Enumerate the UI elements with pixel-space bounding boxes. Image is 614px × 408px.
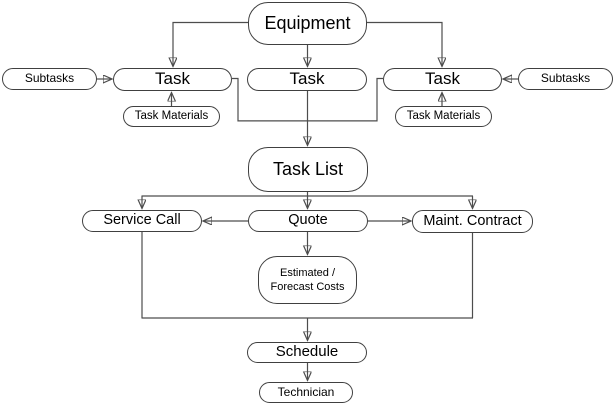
node-task-left-label: Task bbox=[155, 69, 190, 89]
node-schedule-label: Schedule bbox=[275, 343, 339, 361]
edge-equipment-task-left bbox=[173, 21, 248, 67]
node-task-materials-right: Task Materials bbox=[395, 106, 492, 127]
node-task-materials-left-label: Task Materials bbox=[134, 110, 209, 123]
node-estimated-costs-line2: Forecast Costs bbox=[270, 281, 345, 293]
node-service-call-label: Service Call bbox=[103, 212, 181, 229]
node-service-call: Service Call bbox=[82, 210, 202, 232]
node-task-right-label: Task bbox=[425, 69, 460, 89]
node-maint-contract-label: Maint. Contract bbox=[423, 212, 522, 229]
node-technician-label: Technician bbox=[277, 384, 335, 399]
node-subtasks-left-label: Subtasks bbox=[24, 71, 75, 86]
node-task-list-label: Task List bbox=[272, 158, 344, 179]
node-subtasks-right: Subtasks bbox=[518, 68, 613, 90]
edge-task-left-task-list bbox=[232, 77, 308, 122]
node-task-left: Task bbox=[113, 68, 232, 91]
node-subtasks-left: Subtasks bbox=[2, 68, 97, 90]
node-task-materials-left: Task Materials bbox=[123, 106, 220, 127]
node-quote-label: Quote bbox=[288, 212, 328, 229]
edge-task-right-task-list bbox=[307, 77, 383, 122]
node-task-center-label: Task bbox=[289, 69, 325, 89]
node-equipment: Equipment bbox=[248, 2, 367, 45]
node-task-materials-right-label: Task Materials bbox=[406, 110, 481, 123]
node-technician: Technician bbox=[259, 382, 353, 403]
node-equipment-label: Equipment bbox=[264, 12, 351, 33]
node-task-list: Task List bbox=[248, 147, 368, 192]
node-task-center: Task bbox=[247, 68, 367, 91]
node-estimated-forecast-costs: Estimated / Forecast Costs bbox=[258, 256, 357, 304]
node-quote: Quote bbox=[248, 210, 368, 232]
edge-equipment-task-right bbox=[367, 21, 442, 67]
node-subtasks-right-label: Subtasks bbox=[540, 71, 591, 86]
node-schedule: Schedule bbox=[247, 342, 367, 363]
node-task-right: Task bbox=[383, 68, 502, 91]
node-estimated-costs-line1: Estimated / bbox=[279, 266, 336, 279]
node-maint-contract: Maint. Contract bbox=[412, 210, 533, 233]
